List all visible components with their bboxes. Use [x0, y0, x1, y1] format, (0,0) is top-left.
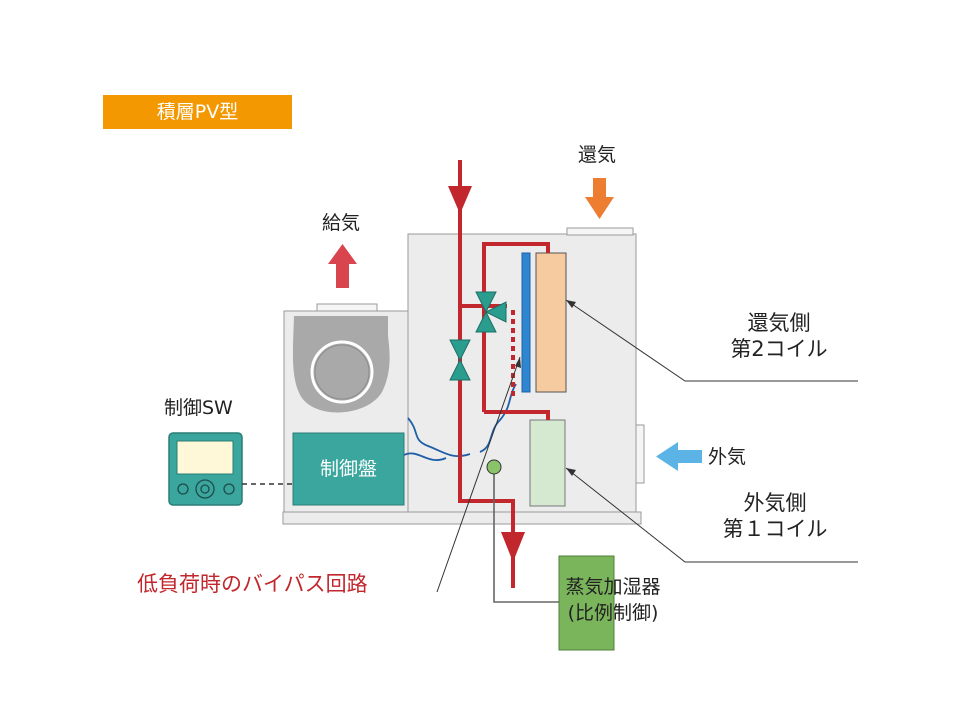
- outside-air-arrow-icon: [656, 442, 702, 471]
- fan-icon: [292, 316, 390, 413]
- humidifier-nozzle: [486, 459, 502, 475]
- return-coil-label: 還気側 第2コイル: [704, 310, 854, 363]
- leader-arrowhead-outside: [566, 468, 576, 476]
- humidifier-label-line2: (比例制御): [567, 601, 659, 624]
- humidifier-label: 蒸気加湿器 (比例制御): [559, 575, 667, 626]
- return-coil-label-line1: 還気側: [747, 311, 811, 335]
- controller-sw-label: 制御SW: [164, 397, 233, 419]
- return-coil-sensor: [521, 252, 531, 393]
- leader-arrowhead-return: [566, 300, 576, 308]
- three-way-valve-icon: [475, 291, 507, 333]
- leader-arrowhead-bypass: [515, 357, 521, 368]
- two-way-valve-icon: [449, 339, 471, 381]
- humidifier-pipe: [493, 468, 560, 603]
- outside-coil: [529, 419, 566, 507]
- controller-device: [168, 432, 243, 506]
- signal-wire-2: [407, 417, 471, 458]
- supply-duct-collar: [316, 303, 378, 312]
- leader-lines: [436, 299, 858, 593]
- outside-duct-collar: [635, 424, 645, 484]
- steam-humidifier: [558, 555, 615, 651]
- outside-coil-label-line1: 外気側: [743, 491, 807, 515]
- outside-air-label: 外気: [708, 446, 747, 468]
- humidifier-label-line1: 蒸気加湿器: [565, 576, 661, 598]
- supply-air-arrow-icon: [328, 244, 357, 288]
- return-air-label: 還気: [578, 144, 617, 166]
- control-panel: [292, 432, 405, 506]
- return-coil: [535, 252, 567, 393]
- supply-air-label: 給気: [322, 212, 361, 234]
- inlet-flow-arrow: [448, 186, 472, 214]
- type-badge: 積層PV型: [103, 95, 292, 129]
- return-air-arrow-icon: [585, 178, 614, 219]
- return-coil-label-line2: 第2コイル: [730, 337, 828, 362]
- control-panel-label: 制御盤: [319, 458, 377, 480]
- outlet-flow-arrow: [501, 532, 525, 562]
- signal-wire-1: [403, 452, 447, 461]
- bypass-label: 低負荷時のバイパス回路: [137, 572, 368, 596]
- outside-coil-label: 外気側 第１コイル: [700, 490, 850, 543]
- return-duct-collar: [566, 227, 634, 236]
- outside-coil-label-line2: 第１コイル: [722, 517, 828, 542]
